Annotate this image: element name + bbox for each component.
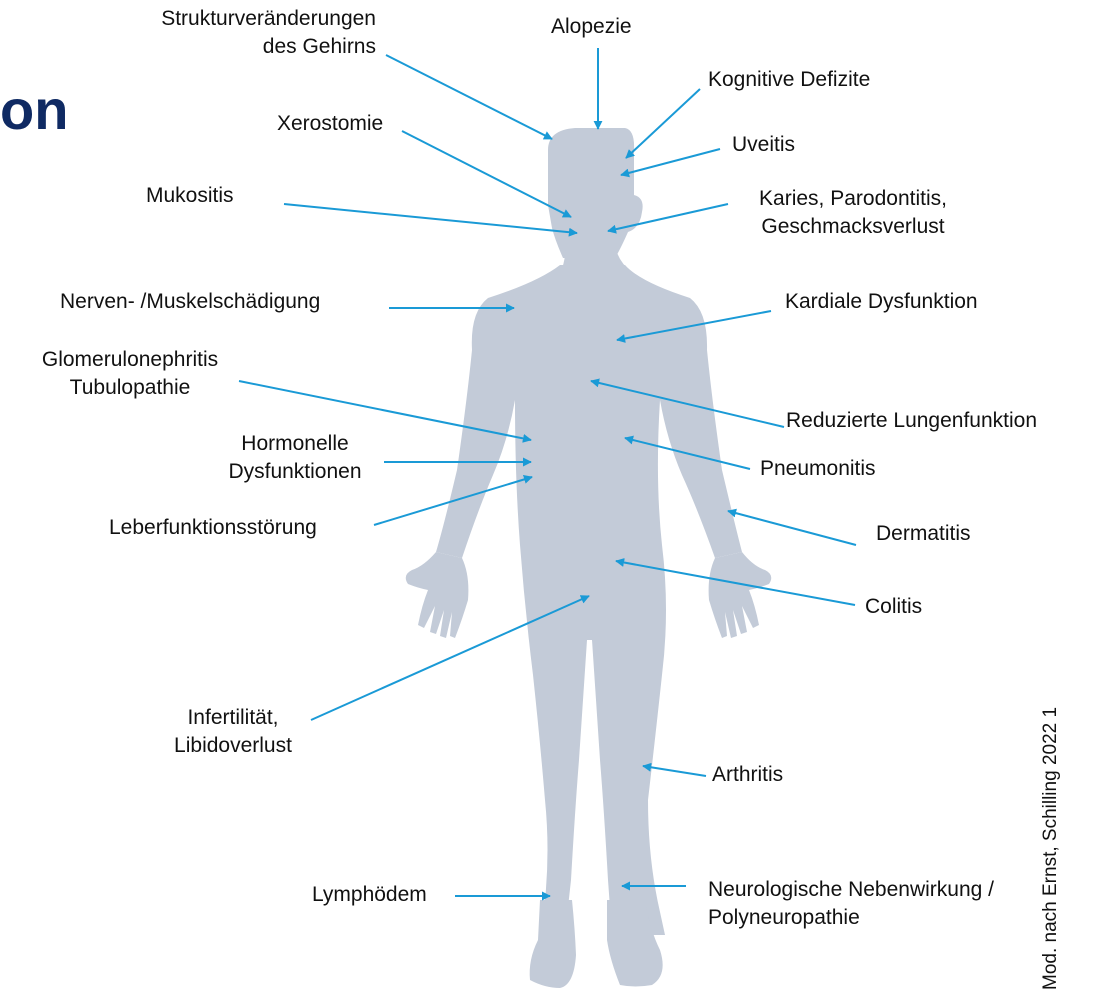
label-leber: Leberfunktionsstörung	[109, 514, 317, 542]
arrow-dermatitis	[728, 511, 856, 545]
label-alopezie: Alopezie	[551, 13, 632, 41]
arrow-xerostomie	[402, 131, 571, 217]
head-shape	[548, 128, 643, 258]
left-foot-shape	[530, 900, 576, 988]
label-line: Geschmacksverlust	[718, 213, 988, 241]
label-line: Glomerulonephritis	[10, 346, 250, 374]
label-pneumonitis: Pneumonitis	[760, 455, 876, 483]
body-silhouette	[406, 128, 772, 988]
torso-shape	[436, 265, 742, 935]
label-infertilitaet: Infertilität, Libidoverlust	[158, 704, 308, 760]
label-line: Libidoverlust	[158, 732, 308, 760]
label-colitis: Colitis	[865, 593, 922, 621]
arrow-kognitive	[626, 89, 700, 158]
label-xerostomie: Xerostomie	[277, 110, 383, 138]
arrow-uveitis	[621, 149, 720, 175]
arrow-mukositis	[284, 204, 577, 233]
arrow-strukturveraenderungen	[386, 55, 552, 139]
label-glomerulo: Glomerulonephritis Tubulopathie	[10, 346, 250, 402]
label-line: des Gehirns	[90, 33, 376, 61]
citation: Mod. nach Ernst, Schilling 2022 1	[1040, 707, 1062, 990]
label-arthritis: Arthritis	[712, 761, 783, 789]
label-neuro: Neurologische Nebenwirkung / Polyneuropa…	[708, 876, 994, 932]
label-kognitive-defizite: Kognitive Defizite	[708, 66, 870, 94]
label-line: Tubulopathie	[10, 374, 250, 402]
label-line: Dysfunktionen	[200, 458, 390, 486]
label-hormonelle: Hormonelle Dysfunktionen	[200, 430, 390, 486]
label-karies: Karies, Parodontitis, Geschmacksverlust	[718, 185, 988, 241]
left-hand-shape	[406, 552, 469, 638]
label-kardiale: Kardiale Dysfunktion	[785, 288, 978, 316]
label-lymphoedem: Lymphödem	[312, 881, 427, 909]
label-line: Infertilität,	[158, 704, 308, 732]
label-mukositis: Mukositis	[146, 182, 234, 210]
label-strukturveraenderungen: Strukturveränderungen des Gehirns	[90, 5, 376, 61]
label-nerven: Nerven- /Muskelschädigung	[60, 288, 320, 316]
label-uveitis: Uveitis	[732, 131, 795, 159]
arrow-arthritis	[643, 766, 706, 776]
label-line: Karies, Parodontitis,	[718, 185, 988, 213]
label-dermatitis: Dermatitis	[876, 520, 971, 548]
heading-fragment: on	[0, 78, 68, 142]
label-line: Polyneuropathie	[708, 904, 994, 932]
right-hand-shape	[709, 552, 772, 638]
label-line: Hormonelle	[200, 430, 390, 458]
label-line: Strukturveränderungen	[90, 5, 376, 33]
label-reduzierte-lunge: Reduzierte Lungenfunktion	[786, 407, 1037, 435]
label-line: Neurologische Nebenwirkung /	[708, 876, 994, 904]
